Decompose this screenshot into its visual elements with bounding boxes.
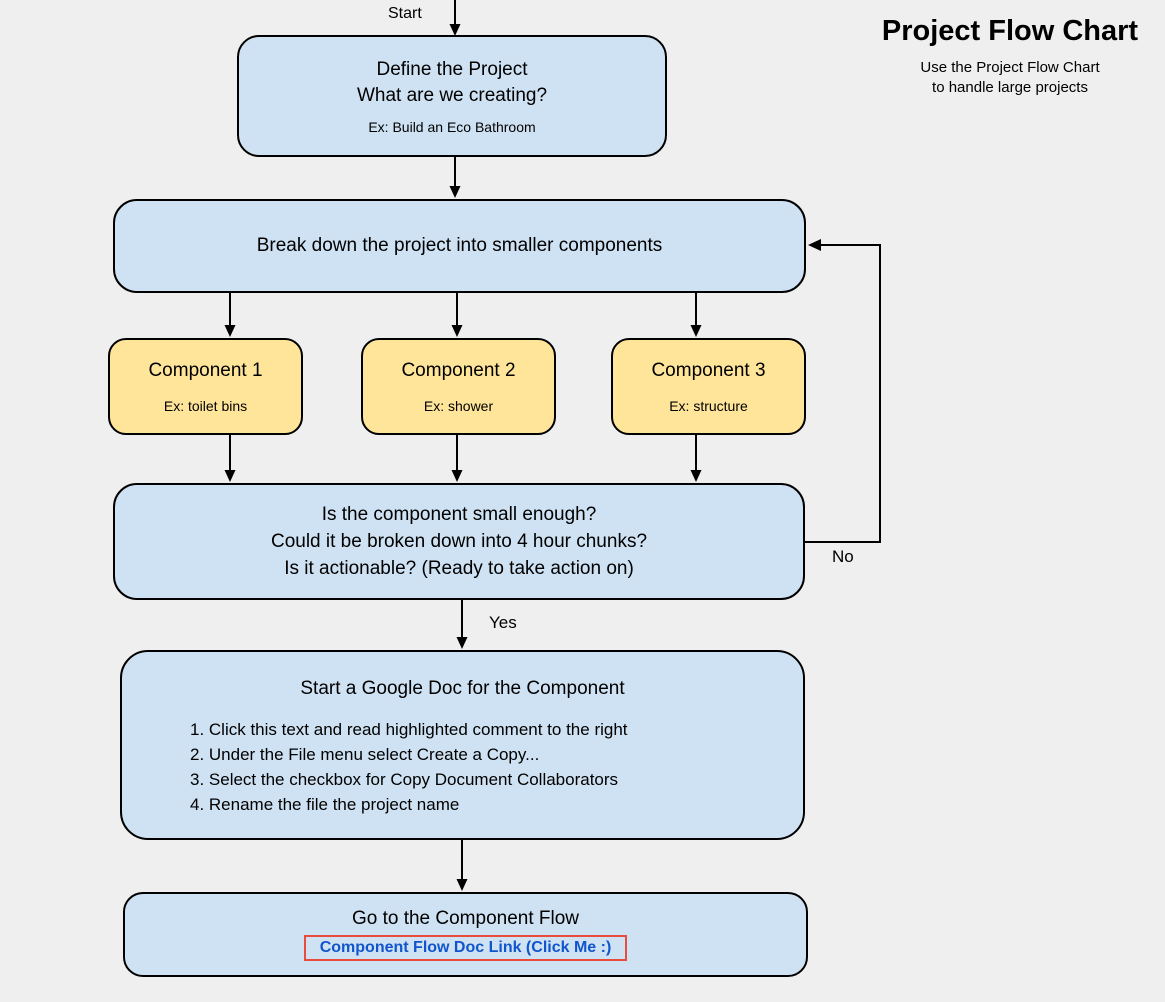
arrowhead-decision2	[451, 470, 463, 482]
subtitle-line-1: Use the Project Flow Chart	[920, 59, 1100, 76]
arrowhead-decision3	[690, 470, 702, 482]
arrowhead-no-loop	[808, 239, 821, 251]
component-flow-link-box[interactable]: Component Flow Doc Link (Click Me :)	[303, 935, 628, 961]
doc-step-2: 2. Under the File menu select Create a C…	[190, 745, 540, 764]
component-flow-doc-link[interactable]: Component Flow Doc Link (Click Me :)	[319, 939, 612, 956]
node-component-1: Component 1 Ex: toilet bins	[108, 338, 303, 435]
doc-step-3: 3. Select the checkbox for Copy Document…	[190, 770, 619, 789]
arrowhead-comp1	[224, 325, 236, 337]
arrowhead-yes	[456, 637, 468, 649]
arrowhead-define-breakdown	[449, 186, 461, 198]
node-component-2: Component 2 Ex: shower	[361, 338, 556, 435]
subtitle-line-2: to handle large projects	[932, 79, 1088, 96]
goto-box-title: Go to the Component Flow	[351, 908, 580, 929]
chart-header: Project Flow Chart Use the Project Flow …	[855, 14, 1165, 98]
doc-box-title: Start a Google Doc for the Component	[300, 678, 625, 699]
define-line-1: Define the Project	[376, 58, 528, 80]
node-break-down: Break down the project into smaller comp…	[113, 199, 806, 293]
define-example: Ex: Build an Eco Bathroom	[368, 118, 536, 135]
no-loop-line	[805, 244, 881, 543]
component-2-example: Ex: shower	[423, 398, 494, 414]
arrowhead-decision1	[224, 470, 236, 482]
node-decision-small-enough: Is the component small enough? Could it …	[113, 483, 805, 600]
doc-step-1[interactable]: 1. Click this text and read highlighted …	[190, 720, 628, 739]
node-start-google-doc: Start a Google Doc for the Component 1. …	[120, 650, 805, 840]
page-subtitle: Use the Project Flow Chart to handle lar…	[855, 58, 1165, 98]
component-3-title: Component 3	[651, 360, 766, 381]
decision-line-1: Is the component small enough?	[321, 504, 597, 525]
breakdown-text: Break down the project into smaller comp…	[256, 235, 663, 256]
node-define-project: Define the Project What are we creating?…	[237, 35, 667, 157]
component-1-title: Component 1	[148, 360, 263, 381]
page-title: Project Flow Chart	[881, 15, 1139, 47]
node-go-to-component-flow: Go to the Component Flow Component Flow …	[123, 892, 808, 977]
decision-line-2: Could it be broken down into 4 hour chun…	[270, 531, 648, 552]
arrowhead-doc-goto	[456, 879, 468, 891]
node-component-3: Component 3 Ex: structure	[611, 338, 806, 435]
define-line-2: What are we creating?	[356, 84, 548, 106]
start-label: Start	[388, 5, 422, 22]
decision-line-3: Is it actionable? (Ready to take action …	[284, 558, 634, 579]
component-2-title: Component 2	[401, 360, 516, 381]
no-label: No	[832, 547, 854, 566]
component-1-example: Ex: toilet bins	[163, 398, 248, 414]
doc-step-4: 4. Rename the file the project name	[190, 795, 460, 814]
component-3-example: Ex: structure	[669, 398, 748, 414]
arrowhead-comp2	[451, 325, 463, 337]
yes-label: Yes	[489, 613, 517, 632]
arrowhead-comp3	[690, 325, 702, 337]
